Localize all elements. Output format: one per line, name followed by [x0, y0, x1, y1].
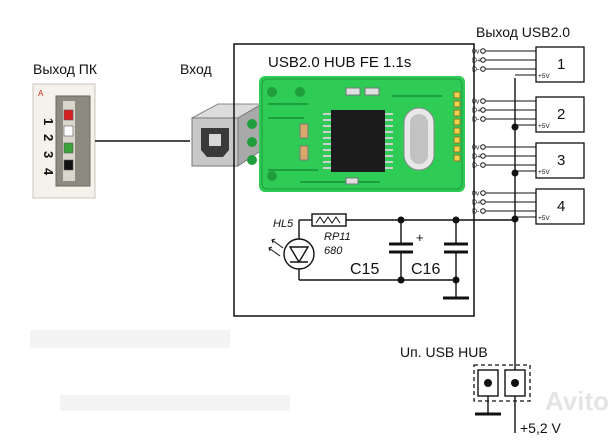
port-pin-label: 0v	[472, 99, 480, 106]
pin-number-4: 4	[41, 168, 56, 176]
pin-pad	[480, 144, 486, 150]
pc-output-label: Выход ПК	[33, 61, 98, 77]
port-pin-label: D-	[472, 67, 480, 74]
pin-number-1: 1	[41, 118, 56, 125]
pin-pad	[480, 199, 486, 205]
pin-4-color	[63, 159, 74, 171]
watermark: Avito	[545, 386, 609, 416]
power-connector	[473, 364, 531, 416]
usb-b-socket	[191, 103, 264, 167]
cap-polarity-mark: +	[416, 230, 424, 245]
port-pin-label: D-	[472, 117, 480, 124]
hub-chip	[331, 110, 385, 172]
lower-circuit	[268, 213, 515, 300]
usb-output-label: Выход USB2.0	[476, 24, 570, 40]
port-number: 1	[557, 56, 565, 73]
port-pin-label: D-	[472, 209, 480, 216]
pin-1-color	[63, 109, 74, 121]
port-pin-label: D-	[472, 163, 480, 170]
power-value: +5,2 V	[520, 420, 562, 436]
pin-pad	[480, 107, 486, 113]
pin-pad	[480, 48, 486, 54]
svg-text:A: A	[38, 89, 44, 98]
pin-pad	[480, 162, 486, 168]
pin-number-3: 3	[41, 151, 56, 158]
pin-pad	[480, 208, 486, 214]
power-title: Uп. USB HUB	[400, 344, 488, 360]
port-supply-label: +5V	[538, 215, 550, 222]
cap-c16-label: C16	[411, 261, 440, 278]
junction-dots	[397, 216, 460, 284]
port-box	[535, 188, 585, 225]
pin-2-color	[63, 125, 74, 137]
pin-pad	[480, 190, 486, 196]
hub-board-frame	[233, 43, 475, 317]
port-pin-label: D+	[472, 108, 481, 115]
cap-c15-label: C15	[350, 261, 379, 278]
usb-output-port-3: 0vD+ D- +5V 3	[472, 142, 585, 179]
port-pin-label: 0v	[472, 49, 480, 56]
led-label: HL5	[273, 218, 294, 230]
usb-output-port-1: 0vD+ D- +5V 1	[472, 46, 585, 83]
resistor-label: RP11	[324, 231, 351, 243]
power-bus-junctions	[511, 123, 519, 223]
pin-3-color	[63, 142, 74, 154]
port-supply-label: +5V	[538, 73, 550, 80]
port-pin-label: 0v	[472, 145, 480, 152]
board-title: USB2.0 HUB FE 1.1s	[268, 54, 411, 71]
pin-pad	[480, 57, 486, 63]
port-number: 4	[557, 198, 565, 215]
pin-pad	[480, 116, 486, 122]
usb-output-port-2: 0vD+ D- +5V 2	[472, 96, 585, 133]
input-label: Вход	[180, 61, 212, 77]
pcb-module	[247, 76, 465, 192]
port-pin-label: D+	[472, 58, 481, 65]
port-pin-label: D+	[472, 200, 481, 207]
pin-number-2: 2	[41, 134, 56, 141]
pin-pad	[480, 66, 486, 72]
port-pin-label: 0v	[472, 191, 480, 198]
port-box	[535, 46, 585, 83]
port-number: 3	[557, 152, 565, 169]
port-supply-label: +5V	[538, 169, 550, 176]
port-supply-label: +5V	[538, 123, 550, 130]
port-box	[535, 96, 585, 133]
port-pin-label: D+	[472, 154, 481, 161]
usb-a-connector: A 1 2 3 4	[32, 83, 96, 199]
port-box	[535, 142, 585, 179]
usb-output-port-4: 0vD+ D- +5V 4	[472, 188, 585, 225]
pin-pad	[480, 153, 486, 159]
resistor-value: 680	[324, 245, 343, 257]
pin-pad	[480, 98, 486, 104]
port-number: 2	[557, 106, 565, 123]
blurred-artifacts	[30, 330, 290, 411]
